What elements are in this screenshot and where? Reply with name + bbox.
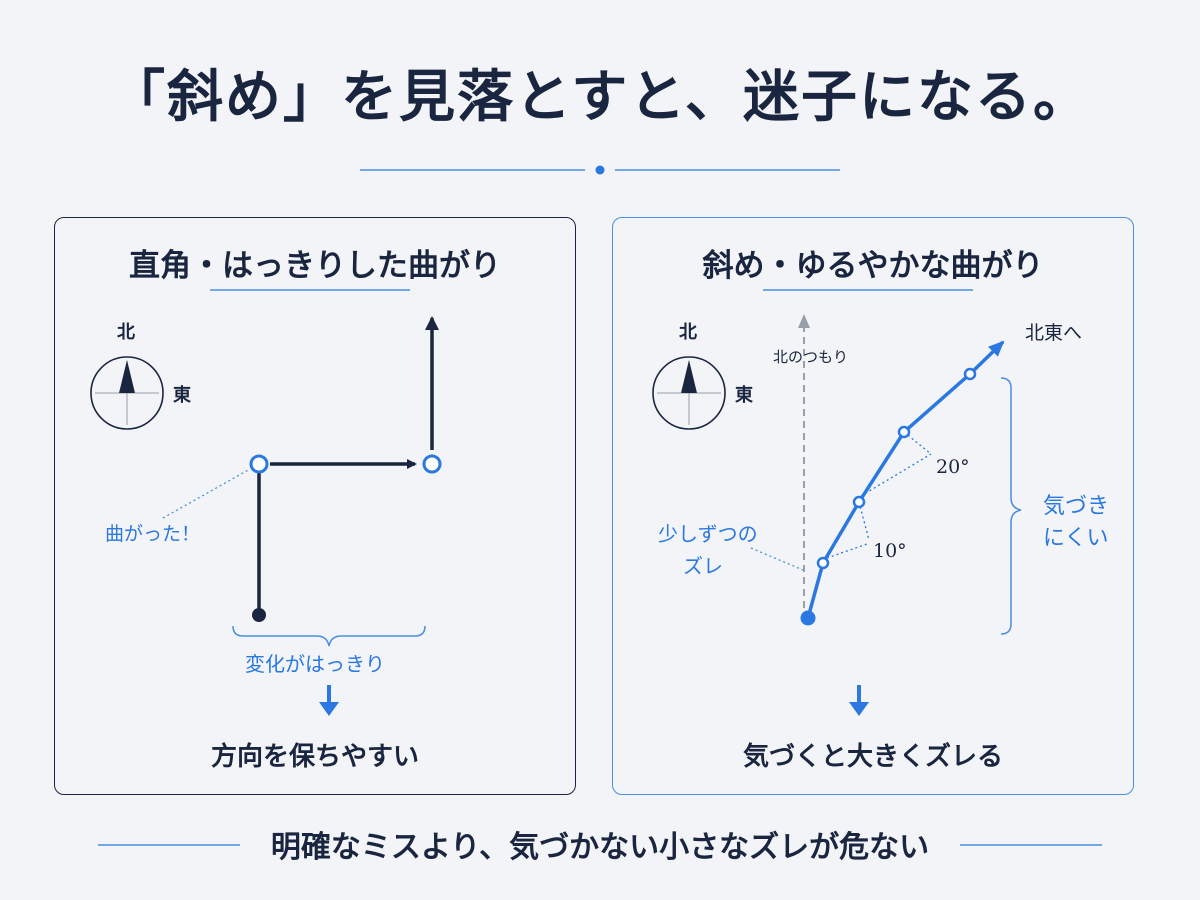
right-angle-diagram	[90, 289, 442, 716]
right-angle-route	[249, 316, 442, 622]
waypoint	[816, 556, 830, 570]
footer-divider	[98, 844, 1102, 846]
compass-icon	[90, 356, 164, 430]
waypoint	[963, 367, 977, 381]
diagonal-panel: 斜め・ゆるやかな曲がり	[612, 217, 1134, 795]
start-point	[252, 608, 266, 622]
panel-heading: 斜め・ゆるやかな曲がり	[702, 248, 1044, 284]
compass-north-label: 北	[679, 322, 697, 343]
page-title: 「斜め」を見落とすと、迷子になる。	[108, 64, 1092, 130]
brace	[1000, 377, 1022, 635]
title-divider	[360, 165, 840, 175]
start-point	[800, 610, 816, 626]
waypoint	[852, 495, 866, 509]
brace	[232, 625, 426, 647]
compass-north-label: 北	[117, 322, 135, 343]
brace-label: 変化がはっきり	[245, 652, 385, 676]
turn-label: 曲がった！	[105, 523, 201, 545]
turn-point	[422, 454, 442, 474]
angle-small-label: 10°	[873, 540, 907, 562]
leader-line	[750, 547, 804, 571]
waypoint	[897, 425, 911, 439]
hard-to-notice-line1: 気づき	[1043, 494, 1110, 519]
leader-line	[162, 468, 251, 519]
drift-label-line1: 少しずつの	[658, 522, 758, 546]
down-arrow-icon	[319, 685, 339, 716]
destination-label: 北東へ	[1025, 322, 1083, 344]
angle-large-label: 20°	[936, 456, 970, 478]
panel-conclusion: 方向を保ちやすい	[210, 742, 419, 772]
panel-heading: 直角・はっきりした曲がり	[129, 248, 501, 284]
intended-north-label: 北のつもり	[773, 348, 849, 366]
drifting-route	[806, 372, 972, 619]
drift-label-line2: ズレ	[683, 554, 723, 578]
compass-icon	[652, 356, 726, 430]
compass-east-label: 東	[173, 385, 191, 406]
turn-point	[249, 454, 269, 474]
footer-message: 明確なミスより、気づかない小さなズレが危ない	[270, 830, 930, 865]
diagonal-diagram	[652, 289, 1022, 716]
compass-east-label: 東	[735, 385, 753, 406]
hard-to-notice-line2: にくい	[1043, 526, 1109, 551]
right-angle-panel: 直角・はっきりした曲がり	[54, 217, 576, 795]
down-arrow-icon	[849, 685, 869, 716]
panel-conclusion: 気づくと大きくズレる	[742, 742, 1003, 772]
